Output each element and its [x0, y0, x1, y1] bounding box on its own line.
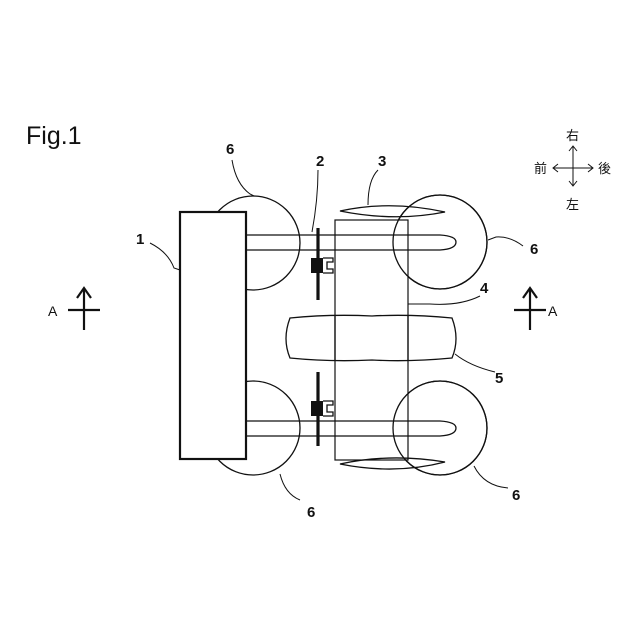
direction-left-label: 左: [566, 198, 579, 213]
label-wheel-front-left: 6: [307, 504, 315, 521]
frame-member-4: [335, 220, 408, 460]
direction-compass: 右 左 前 後: [534, 129, 611, 213]
label-member-3: 3: [378, 153, 386, 170]
label-wheel-rear-left: 6: [512, 487, 520, 504]
direction-rear-label: 後: [598, 162, 611, 177]
body-member-1: [180, 212, 246, 459]
label-body: 1: [136, 231, 144, 248]
direction-front-label: 前: [534, 161, 547, 177]
section-label-right: A: [548, 303, 558, 319]
label-member-5: 5: [495, 370, 503, 387]
label-member-2: 2: [316, 153, 324, 170]
direction-right-label: 右: [566, 129, 579, 144]
support-member-2: [311, 228, 333, 446]
section-marker-left: A: [48, 288, 100, 330]
label-member-4: 4: [480, 280, 489, 297]
label-wheel-rear-right: 6: [530, 241, 538, 258]
figure-title: Fig.1: [26, 122, 82, 150]
section-label-left: A: [48, 303, 58, 319]
section-marker-right: A: [514, 288, 558, 330]
label-wheel-front-right: 6: [226, 141, 234, 158]
